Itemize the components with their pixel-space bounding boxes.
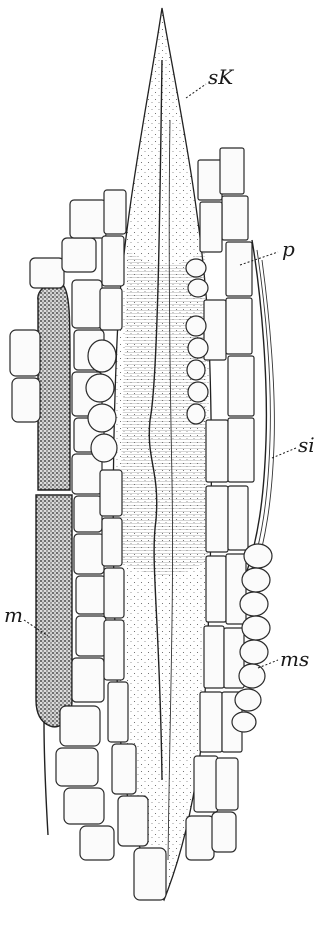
label-ms: ms (280, 647, 309, 671)
label-sk-group: sK (186, 65, 234, 98)
label-si: si (298, 433, 315, 457)
label-sk: sK (208, 65, 234, 89)
label-m: m (4, 603, 23, 627)
label-si-group: si (272, 433, 315, 458)
label-p: p (282, 237, 295, 261)
